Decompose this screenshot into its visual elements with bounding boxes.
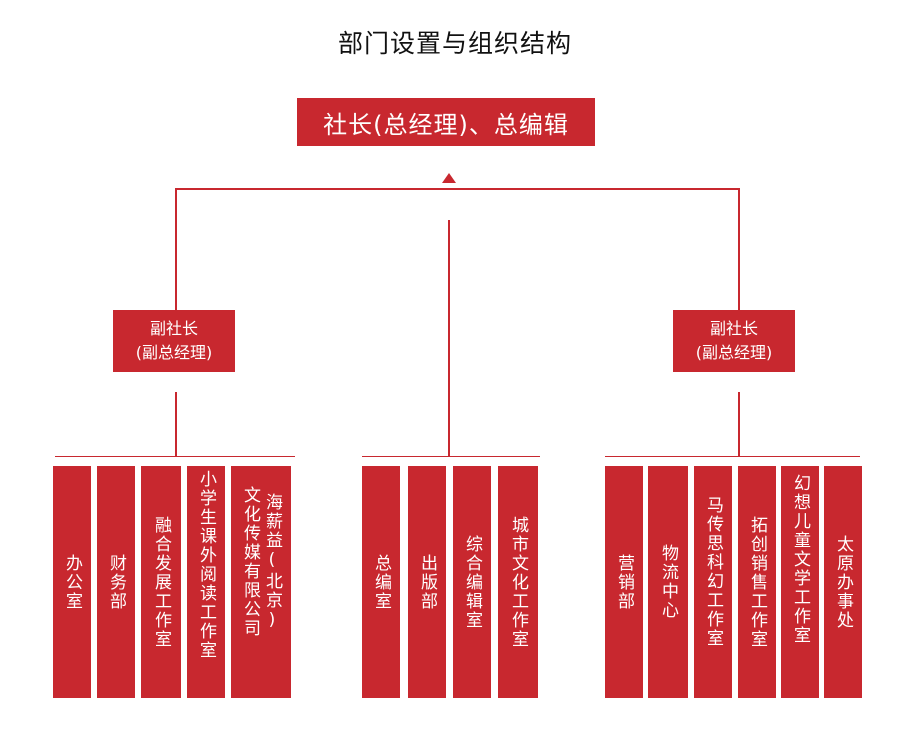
dept-label: 总编室 (371, 553, 391, 611)
dept-label-col-1: 海薪益(北京) (262, 492, 282, 632)
dept-label: 拓创销售工作室 (747, 515, 767, 649)
page-title: 部门设置与组织结构 (337, 29, 572, 58)
vp-subtitle: (副总经理) (135, 343, 213, 362)
president-label: 社长(总经理)、总编辑 (323, 110, 569, 139)
up-arrow-icon (442, 173, 456, 183)
dept-label: 幻想儿童文学工作室 (790, 474, 810, 645)
right-vp-down-line (738, 392, 740, 456)
dept-fantasy-children-lit-studio: 幻想儿童文学工作室 (781, 466, 819, 698)
left-group-bar (55, 456, 295, 457)
dept-tuochuang-sales-studio: 拓创销售工作室 (738, 466, 776, 698)
dept-label: 马传思科幻工作室 (703, 496, 723, 648)
dept-convergence-studio: 融合发展工作室 (141, 466, 181, 698)
dept-label-columns: 海薪益(北京) 文化传媒有限公司 (240, 486, 282, 638)
dept-marketing: 营销部 (605, 466, 643, 698)
left-vp-down-line (175, 392, 177, 456)
dept-pupil-reading-studio: 小学生课外阅读工作室 (187, 466, 225, 698)
dept-label: 营销部 (614, 553, 634, 611)
vp-subtitle: (副总经理) (695, 343, 773, 362)
dept-label: 物流中心 (658, 544, 678, 620)
dept-haixinyi-media: 海薪益(北京) 文化传媒有限公司 (231, 466, 291, 698)
center-branch-line (448, 220, 450, 456)
dept-taiyuan-office: 太原办事处 (824, 466, 862, 698)
dept-label: 小学生课外阅读工作室 (196, 470, 216, 660)
vice-president-right-box: 副社长 (副总经理) (673, 310, 795, 372)
dept-label: 太原办事处 (833, 534, 853, 630)
right-branch-line (738, 188, 740, 310)
dept-finance: 财务部 (97, 466, 135, 698)
president-box: 社长(总经理)、总编辑 (297, 98, 595, 146)
vp-title: 副社长 (149, 319, 198, 338)
dept-editorial-office: 总编室 (362, 466, 400, 698)
left-branch-line (175, 188, 177, 310)
dept-office: 办公室 (53, 466, 91, 698)
vp-title: 副社长 (709, 319, 758, 338)
vice-president-left-box: 副社长 (副总经理) (113, 310, 235, 372)
dept-label: 出版部 (417, 553, 437, 611)
dept-label: 城市文化工作室 (508, 515, 528, 649)
dept-general-editing: 综合编辑室 (453, 466, 491, 698)
right-group-bar (605, 456, 860, 457)
dept-label: 办公室 (62, 553, 82, 611)
dept-urban-culture-studio: 城市文化工作室 (498, 466, 538, 698)
dept-scifi-studio: 马传思科幻工作室 (694, 466, 732, 698)
dept-label: 财务部 (106, 553, 126, 611)
dept-label-col-2: 文化传媒有限公司 (240, 486, 260, 638)
horizontal-connector (175, 188, 740, 190)
dept-publishing: 出版部 (408, 466, 446, 698)
dept-label: 融合发展工作室 (151, 515, 171, 649)
dept-label: 综合编辑室 (462, 534, 482, 630)
center-group-bar (362, 456, 540, 457)
dept-logistics: 物流中心 (648, 466, 688, 698)
